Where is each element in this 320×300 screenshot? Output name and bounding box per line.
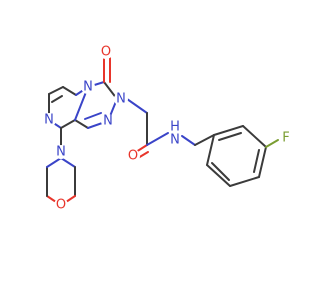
halo-n-amide: [168, 133, 182, 147]
atom-n-amide: N: [170, 133, 180, 148]
atom-o-ring-carbonyl: O: [101, 45, 111, 60]
halo-n-morpholine: [54, 145, 68, 159]
halo-h-amide: [168, 120, 182, 134]
atom-n-morpholine: N: [56, 145, 66, 160]
halo-n-triazole-2: [114, 92, 128, 106]
bond-layer: [46, 57, 279, 203]
bond-ph-6-1: [206, 134, 215, 166]
atom-n-triazole-2: N: [116, 92, 126, 107]
bond-c6-c7-double: [51, 95, 63, 103]
bond-morph-c2-o: [65, 195, 76, 203]
bond-c8-c8a: [60, 119, 76, 129]
bond-ph-1-2: [213, 125, 244, 136]
halo-o-morpholine: [54, 198, 68, 212]
bond-ph-5-6: [206, 164, 231, 187]
bond-c5-c6: [62, 86, 77, 96]
halo-f-phenyl: [279, 131, 293, 145]
bond-c-amide-o: [135, 144, 148, 153]
bond-n-ch2-benzyl: [181, 135, 196, 146]
bond-ph-4-5: [229, 176, 260, 187]
halo-n-bridge: [81, 80, 95, 94]
atom-n-bridge: N: [83, 80, 93, 95]
atom-h-amide: H: [170, 120, 180, 135]
atom-o-morpholine: O: [56, 198, 66, 213]
bond-morph-o-c3: [46, 195, 57, 203]
atom-n-pyrazine: N: [44, 113, 54, 128]
atom-o-amide: O: [128, 149, 138, 164]
bond-morph-n-c1: [60, 157, 76, 168]
atom-n-triazole-1: N: [103, 114, 113, 129]
halo-o-amide: [126, 149, 140, 163]
halo-n-pyrazine: [42, 113, 56, 127]
molecule-structure: N N N N O N O O H N F: [42, 44, 293, 213]
bond-c6-c7: [48, 86, 64, 95]
bond-ph-2-3: [242, 125, 267, 148]
bond-n1-c8a-double: [84, 112, 102, 120]
atom-f-phenyl: F: [282, 131, 289, 146]
bond-ph-1-2-inner: [218, 132, 242, 141]
halo-n-triazole-1: [101, 114, 115, 128]
bond-c8a-n1: [74, 119, 89, 129]
bond-ph-3-4: [258, 146, 267, 178]
bond-n2-ch2: [126, 98, 148, 114]
bond-ph-f: [265, 139, 279, 148]
bond-ph-5-6-inner: [211, 162, 230, 181]
atom-label-layer: N N N N O N O O H N F: [42, 45, 293, 213]
bond-morph-c4-n: [46, 157, 62, 168]
bond-ph-3-4-inner: [253, 149, 260, 173]
bond-ch2-phenyl: [194, 134, 215, 146]
bond-c-amide-n: [146, 132, 169, 146]
halo-o-ring-carbonyl: [99, 45, 113, 59]
